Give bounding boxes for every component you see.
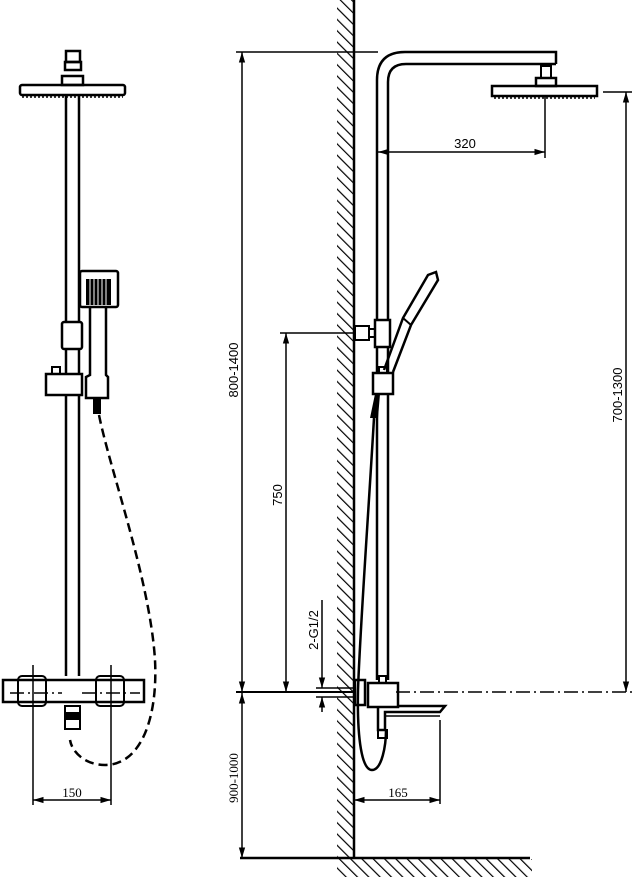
dimension-750: 750	[270, 332, 355, 692]
front-head-connector	[60, 49, 85, 87]
side-shower-hose	[356, 417, 388, 772]
front-view: 150	[1, 49, 157, 805]
dimension-2-g1-2: 2-G1/2	[306, 600, 355, 712]
dimension-label-2-g1-2: 2-G1/2	[306, 610, 321, 650]
front-rain-shower-head	[18, 83, 127, 97]
front-thermostatic-valve	[1, 675, 146, 730]
front-wall-bracket	[60, 320, 84, 351]
side-rain-shower-head	[490, 65, 599, 99]
dimension-label-800-1400: 800-1400	[226, 343, 241, 398]
side-thermostatic-valve	[353, 675, 635, 739]
side-hand-shower	[370, 270, 440, 418]
side-riser-and-arm	[375, 50, 558, 680]
side-wall-bracket	[354, 318, 392, 349]
front-hand-shower	[78, 269, 120, 414]
dimension-label-700-1300: 700-1300	[610, 368, 625, 423]
dimension-label-900-1000: 900-1000	[226, 753, 241, 803]
dimension-800-1400: 800-1400	[226, 52, 246, 692]
dimension-label-750: 750	[270, 484, 285, 506]
dimension-700-1300: 700-1300	[603, 91, 632, 692]
dimension-label-165: 165	[388, 785, 408, 800]
side-view: 320 700-1300 800-1400 750	[226, 0, 635, 877]
front-riser-pipe	[64, 95, 81, 676]
floor-hatch	[337, 859, 532, 877]
dimension-165: 165	[354, 720, 441, 804]
dimension-150: 150	[32, 665, 112, 805]
front-shower-hose	[68, 414, 157, 767]
dimension-label-320: 320	[454, 136, 476, 151]
wall-hatch	[337, 0, 354, 858]
dimension-900-1000: 900-1000	[226, 693, 246, 858]
front-slide-holder	[44, 372, 84, 397]
dimension-label-150: 150	[62, 785, 82, 800]
dimension-320: 320	[378, 96, 546, 158]
